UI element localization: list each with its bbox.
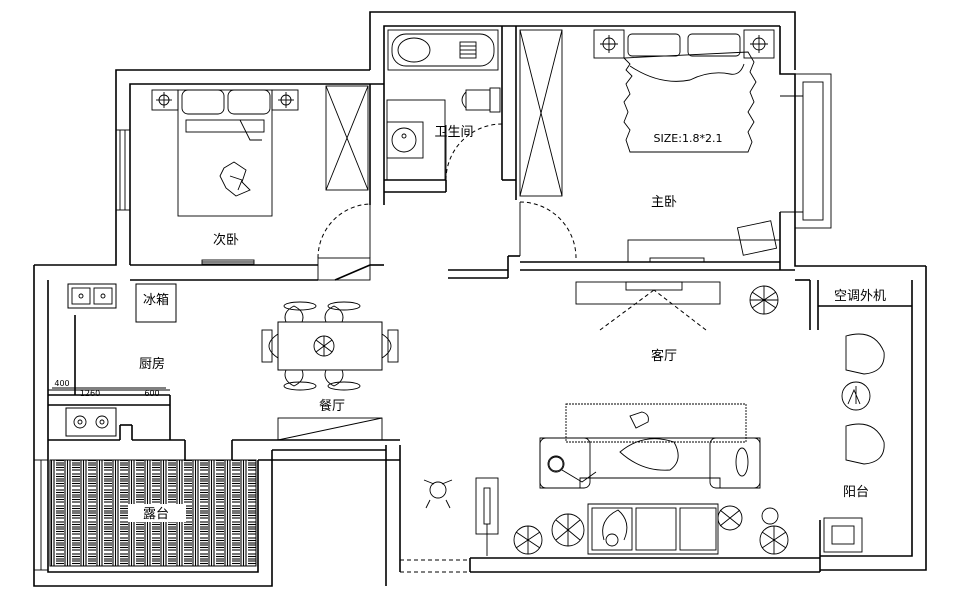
fridge-label: 冰箱 [143, 292, 169, 308]
kitchen-label: 厨房 [139, 356, 165, 372]
plant-icon [717, 505, 743, 531]
dining-label: 餐厅 [319, 398, 345, 414]
bed-size-label: SIZE:1.8*2.1 [654, 132, 723, 145]
second-bedroom-label: 次卧 [213, 232, 239, 248]
ac-unit-label: 空调外机 [834, 289, 886, 304]
person-icon [548, 456, 597, 483]
dimension-400: 400 [54, 379, 69, 388]
room-labels: 次卧 主卧 卫生间 厨房 餐厅 客厅 阳台 空调外机 冰箱 露台 SIZE:1.… [128, 125, 886, 522]
kitchen [48, 283, 177, 437]
dimension-labels: 400 1260 600 [52, 379, 166, 398]
plant-icon [749, 285, 779, 315]
windows [33, 73, 832, 571]
terrace-label: 露台 [143, 507, 169, 522]
bathroom [386, 29, 503, 181]
plant-icon [513, 525, 543, 555]
balcony-label: 阳台 [843, 485, 869, 500]
plant-icon [759, 525, 789, 555]
second-bedroom [151, 85, 371, 265]
living-label: 客厅 [651, 348, 677, 364]
balcony [823, 333, 885, 553]
bathroom-label: 卫生间 [434, 125, 473, 140]
dimension-1260: 1260 [80, 389, 100, 398]
dimension-600: 600 [144, 389, 159, 398]
master-bedroom-label: 主卧 [651, 195, 677, 210]
plant-icon [551, 513, 585, 547]
master-bedroom [519, 29, 781, 263]
dining [261, 301, 399, 441]
living-room [423, 281, 789, 556]
person-icon [423, 479, 453, 509]
